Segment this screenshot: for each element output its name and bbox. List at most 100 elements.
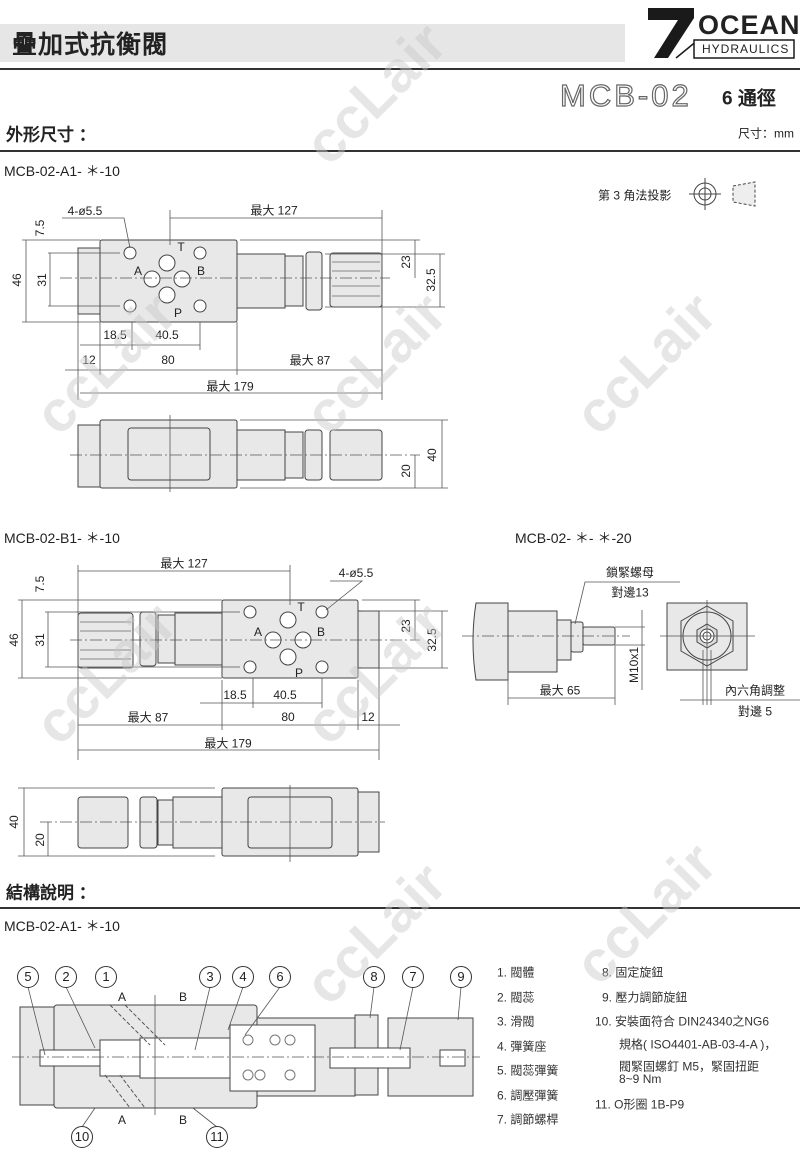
part-item: 11. O形圈 1B-P9 [595,1097,685,1112]
balloon-11: 11 [206,1126,228,1148]
port-b-top: B [178,990,188,1004]
balloon-1: 1 [95,966,117,988]
dim-12: 12 [82,353,96,367]
dim-max-87: 最大 87 [127,710,169,725]
dim-80: 80 [161,353,175,367]
unit-label: 尺寸：mm [738,126,794,141]
v20-end-view [660,600,800,705]
cross-section-centerlines [12,986,480,1128]
dim-max-179: 最大 179 [206,379,254,394]
port-a-top: A [117,990,127,1004]
balloon-7: 7 [402,966,424,988]
part-item: 7. 調節螺桿 [497,1112,559,1127]
balloon-6: 6 [269,966,291,988]
dim-40-5: 40.5 [155,328,179,342]
port-a: A [253,625,263,639]
dim-32-5: 32.5 [425,628,439,652]
label-hex-adjust: 內六角調整 [724,683,786,698]
dim-80: 80 [281,710,295,724]
part-item: 6. 調壓彈簧 [497,1088,559,1103]
logo-mark-icon [648,8,795,59]
b1-dimension-lines [18,565,448,760]
port-a: A [133,264,143,278]
b1-side-dimension-lines [18,785,385,862]
port-b: B [196,264,206,278]
balloon-4: 4 [232,966,254,988]
v20-side-view [472,602,616,681]
label-across-13: 對邊13 [611,585,649,600]
dim-31: 31 [35,273,49,287]
dim-max-65: 最大 65 [539,683,581,698]
drawing-label-a1: MCB-02-A1- ＊-10 [4,163,120,179]
balloon-2: 2 [55,966,77,988]
part-item: 2. 閥蕊 [497,990,535,1005]
a1-dimension-lines [22,210,445,400]
dim-46: 46 [10,273,24,287]
port-p: P [294,666,304,680]
port-t: T [297,600,305,614]
drawing-label-v20: MCB-02- ＊- ＊-20 [515,530,632,546]
dim-7-5: 7.5 [33,575,47,593]
dim-23: 23 [399,619,413,633]
balloon-9: 9 [450,966,472,988]
dim-20: 20 [399,464,413,478]
section-heading-outline: 外形尺寸 ： [6,125,96,145]
logo-text: OCEAN [698,10,800,40]
v20-dimension-lines [462,581,680,705]
port-a-bottom: A [117,1113,127,1127]
a1-side-view [77,419,383,489]
dim-7-5: 7.5 [33,219,47,237]
dim-46: 46 [7,633,21,647]
a1-side-dimension-lines [70,415,448,492]
part-item: 1. 閥體 [497,965,535,980]
part-item-cont: 8~9 Nm [619,1072,662,1086]
third-angle-projection-icon [689,178,756,210]
part-item: 5. 閥蕊彈簧 [497,1063,559,1078]
header-divider [0,68,800,70]
dim-40: 40 [7,815,21,829]
drawing-label-structure: MCB-02-A1- ＊-10 [4,918,120,934]
dim-40-5: 40.5 [273,688,297,702]
part-item: 9. 壓力調節旋鈕 [602,990,688,1005]
part-item: 4. 彈簧座 [497,1039,547,1054]
label-lock-nut: 鎖緊螺母 [605,565,655,580]
label-across-5: 對邊 5 [737,704,773,719]
balloon-8: 8 [363,966,385,988]
part-item: 10. 安裝面符合 DIN24340之NG6 [595,1014,770,1029]
logo-subtext: HYDRAULICS [702,42,790,56]
brand-logo: OCEAN HYDRAULICS [646,6,800,60]
cross-section-view [19,1004,474,1109]
part-item: 3. 滑閥 [497,1014,535,1029]
dim-31: 31 [33,633,47,647]
dim-12: 12 [361,710,375,724]
model-number: MCB-02 [559,77,692,113]
port-b: B [316,625,326,639]
dim-holes: 4-ø5.5 [67,204,103,218]
port-b-bottom: B [178,1113,188,1127]
part-item: 8. 固定旋鈕 [602,965,664,980]
dim-thread-m10: M10x1 [627,646,641,684]
drawing-label-b1: MCB-02-B1- ＊-10 [4,530,120,546]
balloon-3: 3 [199,966,221,988]
page-title: 疊加式抗衡閥 [12,31,169,59]
title-bar [0,24,625,62]
projection-label: 第 3 角法投影 [598,188,672,203]
nominal-diameter: 6 通徑 [722,88,776,110]
dim-holes: 4-ø5.5 [338,566,374,580]
dim-23: 23 [399,255,413,269]
dim-40: 40 [425,448,439,462]
balloon-10: 10 [71,1126,93,1148]
dim-20: 20 [33,833,47,847]
balloon-5: 5 [17,966,39,988]
a1-top-view [77,239,383,323]
dim-18-5: 18.5 [103,328,127,342]
part-item-cont: 規格( ISO4401-AB-03-4-A )， [619,1037,777,1052]
part-item-cont: 閥緊固螺釘 M5，緊固扭距 [619,1059,760,1074]
section-divider [0,150,800,152]
port-t: T [177,240,185,254]
dim-18-5: 18.5 [223,688,247,702]
dim-max-179: 最大 179 [204,736,252,751]
section-heading-structure: 結構說明 ： [6,883,96,903]
dim-32-5: 32.5 [424,268,438,292]
